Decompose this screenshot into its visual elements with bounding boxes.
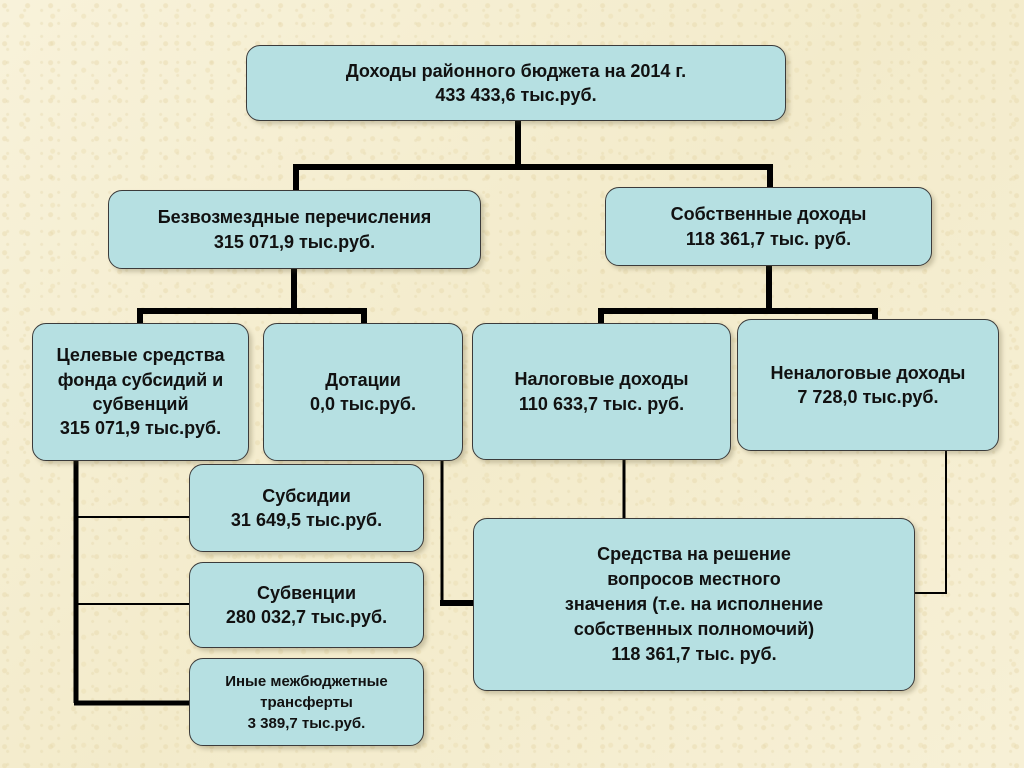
local-funds-box: Средства на решение вопросов местного зн… [473,518,915,691]
grants-box: Дотации 0,0 тыс.руб. [263,323,463,461]
nontax-income-text: Неналоговые доходы 7 728,0 тыс.руб. [770,362,966,407]
connector-grants-local [440,461,473,606]
other-transfers-box: Иные межбюджетные трансферты 3 389,7 тыс… [189,658,424,746]
subsidies-text: Субсидии 31 649,5 тыс.руб. [230,485,383,530]
other-transfers-text: Иные межбюджетные трансферты 3 389,7 тыс… [225,672,388,732]
connector-own-children [598,263,878,326]
grants-text: Дотации 0,0 тыс.руб. [309,369,417,414]
subventions-box: Субвенции 280 032,7 тыс.руб. [189,562,424,648]
root-income-text: Доходы районного бюджета на 2014 г. 433 … [345,60,687,105]
tax-income-text: Налоговые доходы 110 633,7 тыс. руб. [514,369,689,414]
targeted-funds-box: Целевые средства фонда субсидий и субвен… [32,323,249,461]
targeted-funds-text: Целевые средства фонда субсидий и субвен… [56,345,225,439]
connector-root-level2 [293,117,773,193]
connector-targeted-children [73,461,190,706]
gratuitous-transfers-text: Безвозмездные перечисления 315 071,9 тыс… [157,207,432,252]
own-income-text: Собственные доходы 118 361,7 тыс. руб. [670,204,867,249]
subsidies-box: Субсидии 31 649,5 тыс.руб. [189,464,424,552]
local-funds-text: Средства на решение вопросов местного зн… [564,543,824,665]
subventions-text: Субвенции 280 032,7 тыс.руб. [225,582,388,627]
own-income-box: Собственные доходы 118 361,7 тыс. руб. [605,187,932,266]
root-income-box: Доходы районного бюджета на 2014 г. 433 … [246,45,786,121]
nontax-income-box: Неналоговые доходы 7 728,0 тыс.руб. [737,319,999,451]
connector-nontax-local [914,451,947,594]
tax-income-box: Налоговые доходы 110 633,7 тыс. руб. [472,323,731,460]
connector-gratuitous-children [137,266,367,326]
gratuitous-transfers-box: Безвозмездные перечисления 315 071,9 тыс… [108,190,481,269]
